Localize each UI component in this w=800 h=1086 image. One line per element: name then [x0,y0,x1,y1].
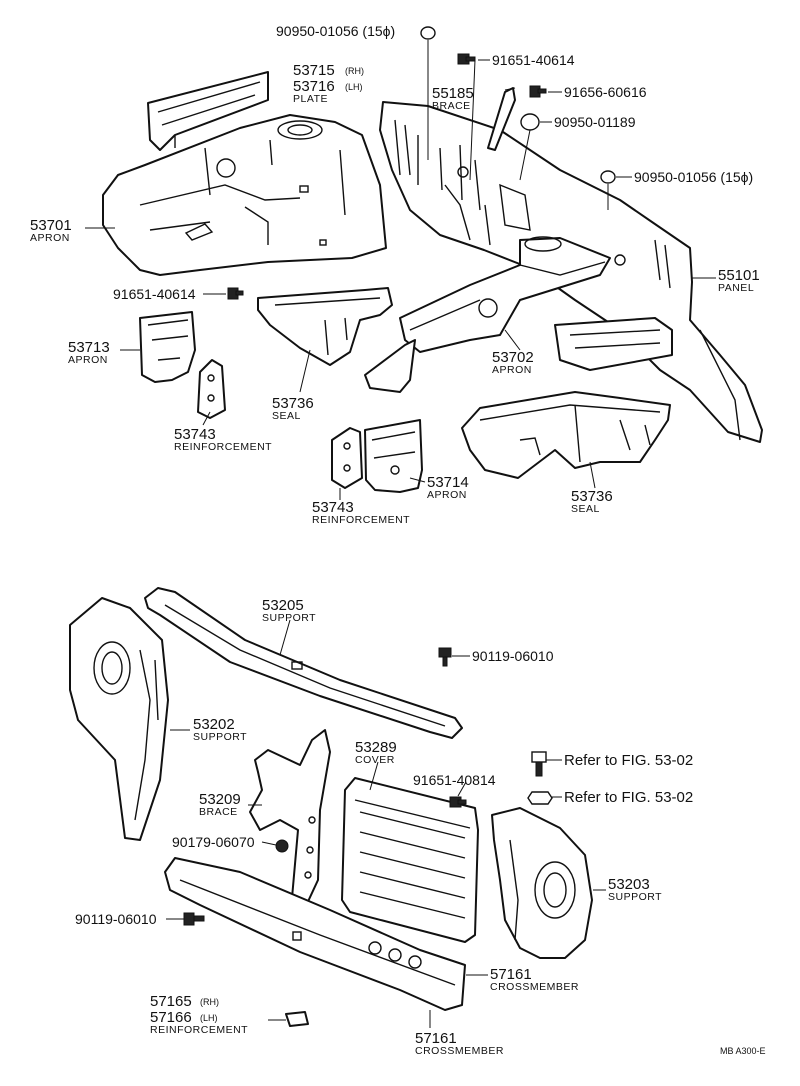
callout-53714-name: APRON [427,489,467,501]
part-reinforcement-57165 [285,1011,309,1027]
callout-53716-name: PLATE [293,93,328,105]
callout-91651-a-number: 91651-40614 [492,52,575,68]
part-apron-53713 [139,311,196,383]
callout-53713-number: 53713 [68,339,110,356]
callout-53715-number: 53715 [293,62,335,79]
callout-53736-b-name: SEAL [571,503,600,515]
part-apron-53702 [364,236,673,393]
part-seal-53736-lower [461,391,671,479]
part-apron-53701 [102,114,387,276]
bolt-91651-c-icon [449,796,467,808]
callout-90179-number: 90179-06070 [172,834,255,850]
callout-refer-2: Refer to FIG. 53-02 [564,789,693,806]
callout-57161-a-number: 57161 [490,966,532,983]
part-support-53205 [144,587,463,739]
callout-91651-c-number: 91651-40814 [413,772,496,788]
callout-55185-number: 55185 [432,85,474,102]
callout-57161-b-number: 57161 [415,1030,457,1047]
callout-57165-suffix: (RH) [200,997,219,1007]
callout-53209-number: 53209 [199,791,241,808]
part-seal-53736-upper [257,287,393,366]
part-plate-53715 [147,71,269,151]
callout-53743-a-name: REINFORCEMENT [174,441,272,453]
callout-55185-name: BRACE [432,100,471,112]
part-crossmember-57161 [164,857,466,1011]
bolt-90119-a-icon [438,647,452,667]
callout-53702-number: 53702 [492,349,534,366]
part-reinforcement-53743-a [197,359,226,419]
callout-90950-c-number: 90950-01056 (15ϕ) [634,169,753,185]
upper-hardware [227,26,616,300]
callout-90950-b-number: 90950-01189 [554,114,636,130]
callout-53716-suffix: (LH) [345,82,363,92]
callout-53743-b-name: REINFORCEMENT [312,514,410,526]
callout-53202-number: 53202 [193,716,235,733]
bolt-91651-a-icon [457,53,476,65]
callout-90119-b-number: 90119-06010 [75,911,157,927]
callout-53715-suffix: (RH) [345,66,364,76]
leader-lines [85,40,716,1028]
nut-refer-icon [527,791,553,805]
callout-53743-a-number: 53743 [174,426,216,443]
nut-90179-icon [275,839,289,853]
callout-57166-name: REINFORCEMENT [150,1024,248,1036]
callout-53203-name: SUPPORT [608,891,662,903]
bolt-91651-b-icon [227,287,244,300]
callout-53713-name: APRON [68,354,108,366]
callout-53289-number: 53289 [355,739,397,756]
callout-53736-a-name: SEAL [272,410,301,422]
callout-57166-number: 57166 [150,1009,192,1026]
callout-53701-number: 53701 [30,217,72,234]
callout-53736-b-number: 53736 [571,488,613,505]
part-cover-53289 [341,777,479,943]
grommet-90950-b-icon [520,113,540,131]
lower-hardware [183,647,553,926]
callout-53209-name: BRACE [199,806,238,818]
callout-53702-name: APRON [492,364,532,376]
part-support-53203 [491,807,593,959]
callout-53205-number: 53205 [262,597,304,614]
callout-91656-number: 91656-60616 [564,84,647,100]
figure-code: MB A300-E [720,1046,766,1056]
callout-53716-number: 53716 [293,78,335,95]
callout-57161-b-name: CROSSMEMBER [415,1045,504,1057]
callout-91651-b-number: 91651-40614 [113,286,196,302]
callout-90119-a-number: 90119-06010 [472,648,554,664]
callout-90950-a-number: 90950-01056 (15ϕ) [276,23,395,39]
grommet-90950-a-icon [420,26,436,40]
callout-53736-a-number: 53736 [272,395,314,412]
callout-57166-suffix: (LH) [200,1013,218,1023]
callout-53743-b-number: 53743 [312,499,354,516]
callout-53203-number: 53203 [608,876,650,893]
callout-labels: 53715 (RH) 53716 (LH) PLATE 90950-01056 … [30,23,766,1057]
callout-57161-a-name: CROSSMEMBER [490,981,579,993]
bolt-90119-b-icon [183,912,205,926]
part-apron-53714 [364,419,423,493]
callout-53289-name: COVER [355,754,395,766]
part-support-53202 [69,597,169,841]
callout-55101-number: 55101 [718,267,760,284]
callout-57165-number: 57165 [150,993,192,1010]
part-reinforcement-53743-b [331,427,363,489]
callout-53701-name: APRON [30,232,70,244]
bolt-91656-icon [529,85,547,98]
grommet-90950-c-icon [600,170,616,184]
callout-53202-name: SUPPORT [193,731,247,743]
callout-53714-number: 53714 [427,474,469,491]
callout-53205-name: SUPPORT [262,612,316,624]
callout-refer-1: Refer to FIG. 53-02 [564,752,693,769]
bolt-refer-icon [531,751,547,777]
callout-55101-name: PANEL [718,282,754,294]
